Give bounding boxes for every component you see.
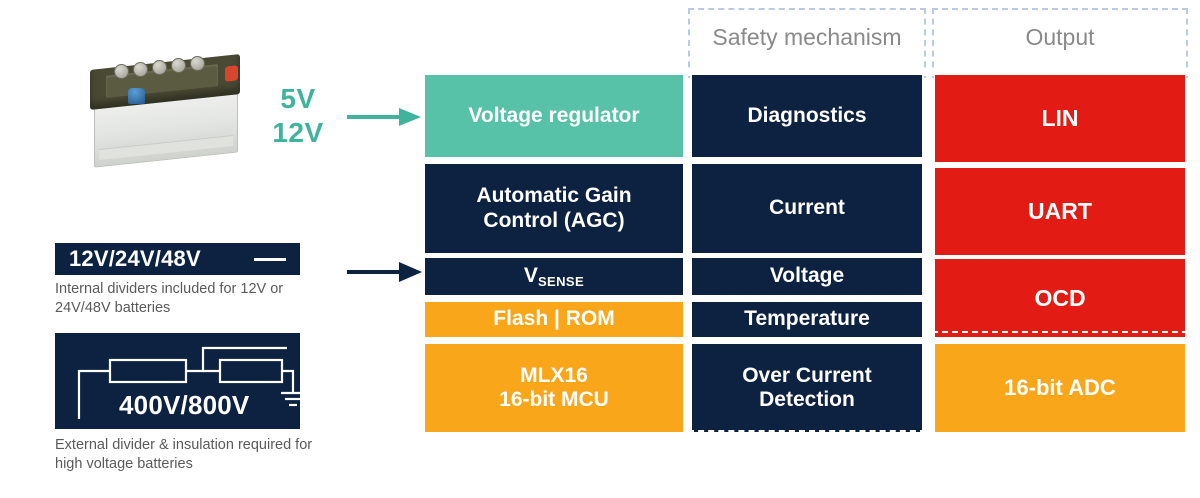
vsense-subscript: SENSE	[537, 274, 585, 290]
block-diagnostics[interactable]: Diagnostics	[692, 75, 922, 157]
block-current[interactable]: Current	[692, 164, 922, 253]
block-over-current-detection-label: Over Current Detection	[742, 363, 872, 411]
supply-voltage-12v: 12V	[272, 117, 324, 148]
group-title-output: Output	[1025, 24, 1095, 50]
block-vsense[interactable]: VSENSE	[425, 258, 683, 295]
block-temperature[interactable]: Temperature	[692, 302, 922, 337]
block-mlx16-mcu-label: MLX16 16-bit MCU	[499, 363, 609, 411]
block-over-current-detection[interactable]: Over Current Detection	[692, 344, 922, 432]
block-uart[interactable]: UART	[935, 168, 1185, 255]
arrow-right-navy-icon	[347, 262, 422, 282]
resistor-divider-schematic-icon	[77, 346, 300, 419]
block-automatic-gain-control-label: Automatic Gain Control (AGC)	[476, 184, 632, 232]
battery-negative-terminal	[128, 88, 145, 104]
battery-cell-cap	[190, 56, 205, 71]
low-voltage-spec-box: 12V/24V/48V	[55, 243, 300, 275]
arrow-right-teal-icon	[347, 108, 421, 126]
group-title-safety-mechanism: Safety mechanism	[712, 24, 902, 50]
block-flash-rom[interactable]: Flash | ROM	[425, 302, 683, 337]
block-mlx16-mcu[interactable]: MLX16 16-bit MCU	[425, 344, 683, 432]
battery-cell-cap	[171, 58, 186, 73]
block-lin[interactable]: LIN	[935, 75, 1185, 162]
block-voltage-regulator[interactable]: Voltage regulator	[425, 75, 683, 157]
battery-cell-cap	[114, 64, 129, 79]
supply-voltage-label: 5V 12V	[252, 82, 344, 150]
block-voltage[interactable]: Voltage	[692, 258, 922, 295]
low-voltage-spec-value: 12V/24V/48V	[69, 246, 201, 271]
low-voltage-spec-caption: Internal dividers included for 12V or 24…	[55, 281, 284, 316]
block-16-bit-adc[interactable]: 16-bit ADC	[935, 344, 1185, 432]
block-automatic-gain-control[interactable]: Automatic Gain Control (AGC)	[425, 164, 683, 253]
divider-line-icon	[254, 258, 286, 261]
battery-cell-cap	[133, 62, 148, 77]
block-ocd[interactable]: OCD	[935, 259, 1185, 337]
car-battery-photo	[84, 48, 244, 168]
high-voltage-spec-box: 400V/800V	[55, 333, 300, 429]
supply-voltage-5v: 5V	[280, 83, 316, 114]
high-voltage-spec-value: 400V/800V	[119, 390, 250, 420]
battery-positive-terminal	[225, 65, 238, 82]
battery-cell-cap	[152, 60, 167, 75]
block-vsense-label: VSENSE	[523, 264, 585, 290]
high-voltage-spec-caption: External divider & insulation required f…	[55, 437, 313, 472]
